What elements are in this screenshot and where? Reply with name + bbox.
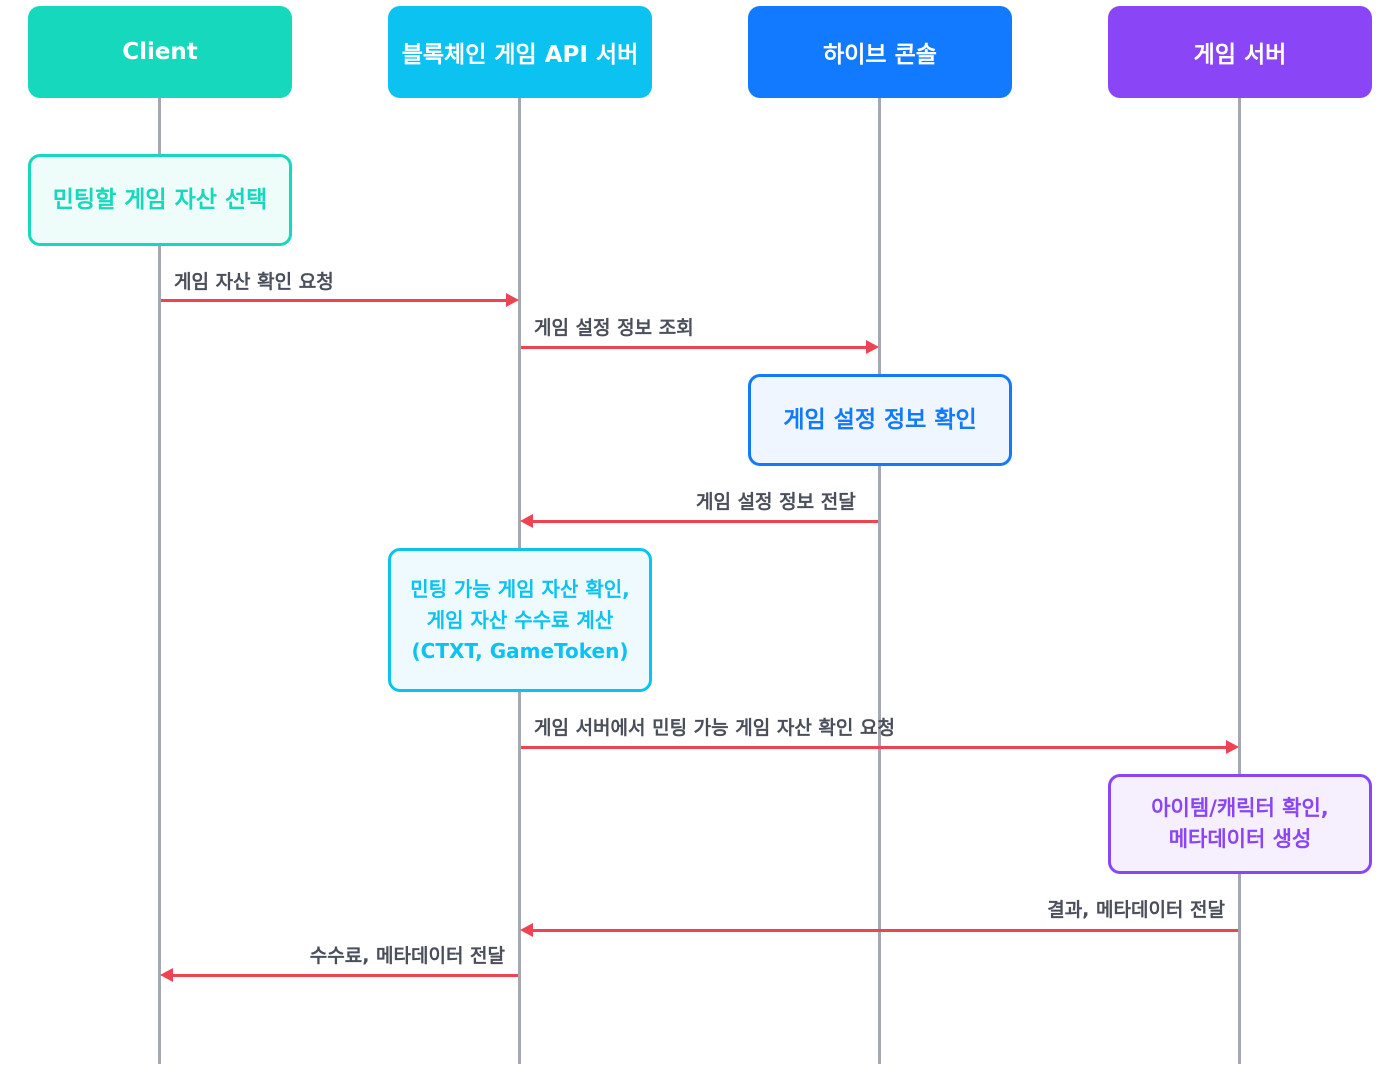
settings-query-arrow xyxy=(521,340,879,354)
game-server-lifeline xyxy=(1238,96,1241,1064)
fee-metadata-arrow xyxy=(160,968,518,982)
settings-query-label: 게임 설정 정보 조회 xyxy=(534,317,694,339)
settings-deliver-arrow xyxy=(520,514,878,528)
game-server-actor: 게임 서버 xyxy=(1108,6,1372,98)
arrow-head-icon xyxy=(506,293,519,307)
fee-metadata-label: 수수료, 메타데이터 전달 xyxy=(309,945,505,967)
api-server-actor: 블록체인 게임 API 서버 xyxy=(388,6,652,98)
hive-console-actor: 하이브 콘솔 xyxy=(748,6,1012,98)
result-metadata-arrow xyxy=(520,923,1238,937)
check-settings-note: 게임 설정 정보 확인 xyxy=(748,374,1012,466)
client-actor: Client xyxy=(28,6,292,98)
asset-check-request-arrow xyxy=(161,293,519,307)
create-metadata-note: 아이템/캐릭터 확인, 메타데이터 생성 xyxy=(1108,774,1372,874)
client-lifeline xyxy=(158,96,161,1064)
arrow-head-icon xyxy=(520,514,533,528)
result-metadata-label: 결과, 메타데이터 전달 xyxy=(1047,899,1225,921)
arrow-head-icon xyxy=(866,340,879,354)
asset-check-request-label: 게임 자산 확인 요청 xyxy=(174,271,334,293)
check-mintable-note: 민팅 가능 게임 자산 확인, 게임 자산 수수료 계산 (CTXT, Game… xyxy=(388,548,652,692)
settings-deliver-label: 게임 설정 정보 전달 xyxy=(696,491,856,513)
arrow-head-icon xyxy=(1226,740,1239,754)
select-asset-note: 민팅할 게임 자산 선택 xyxy=(28,154,292,246)
arrow-head-icon xyxy=(520,923,533,937)
arrow-head-icon xyxy=(160,968,173,982)
mintable-check-request-label: 게임 서버에서 민팅 가능 게임 자산 확인 요청 xyxy=(534,717,895,739)
hive-console-lifeline xyxy=(878,96,881,1064)
mintable-check-request-arrow xyxy=(521,740,1239,754)
